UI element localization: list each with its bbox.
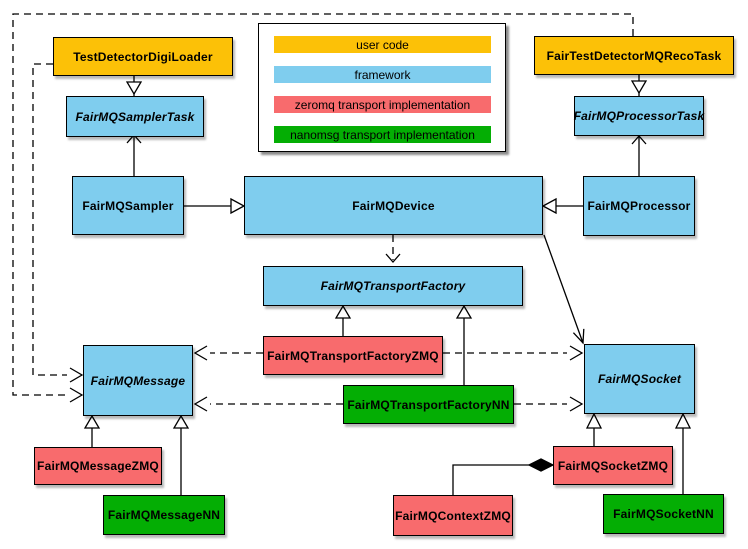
node-label: FairMQSocketZMQ <box>557 458 669 473</box>
node-label: FairTestDetectorMQRecoTask <box>546 48 722 63</box>
edge-recotask-processortask <box>630 75 648 96</box>
edge-processor-device <box>541 197 583 215</box>
node-test-detector-digi-loader[interactable]: TestDetectorDigiLoader <box>53 37 233 76</box>
node-fairmq-transport-factory[interactable]: FairMQTransportFactory <box>263 266 523 306</box>
edge-socketnn-socket <box>674 412 692 494</box>
edge-device-socket <box>543 234 585 345</box>
edge-digiloader-samplertask <box>125 76 143 96</box>
edge-messagezmq-message <box>83 414 101 447</box>
node-fairmq-processor-task[interactable]: FairMQProcessorTask <box>574 96 704 136</box>
node-label: FairMQContextZMQ <box>395 508 511 523</box>
node-label: FairMQMessageZMQ <box>37 459 159 473</box>
node-label: FairMQProcessor <box>587 199 691 213</box>
node-fairmq-transport-factory-zmq[interactable]: FairMQTransportFactoryZMQ <box>263 336 443 375</box>
legend: user code framework zeromq transport imp… <box>258 23 506 152</box>
node-label: FairMQTransportFactoryZMQ <box>267 348 439 363</box>
node-label: FairMQMessage <box>90 373 186 388</box>
edge-tfzmq-socket <box>443 345 584 361</box>
node-fairmq-sampler[interactable]: FairMQSampler <box>72 176 184 235</box>
edge-sampler-samplertask <box>126 134 142 176</box>
legend-label: user code <box>356 37 409 52</box>
edge-processor-processortask <box>631 135 647 176</box>
edge-digiloader-message <box>32 63 84 383</box>
node-label: FairMQSocket <box>597 372 682 386</box>
node-label: FairMQSocketNN <box>613 507 714 521</box>
node-label: FairMQTransportFactory <box>320 279 466 293</box>
node-fairmq-context-zmq[interactable]: FairMQContextZMQ <box>393 495 513 536</box>
edge-tfnn-message <box>193 396 343 412</box>
legend-item-user-code: user code <box>274 36 491 53</box>
node-label: FairMQSampler <box>82 198 174 213</box>
node-label: FairMQProcessorTask <box>573 109 705 123</box>
edge-tfnn-transportfactory <box>455 304 473 385</box>
node-fairmq-message-nn[interactable]: FairMQMessageNN <box>103 495 225 535</box>
legend-item-framework: framework <box>274 66 491 83</box>
node-fair-test-detector-mq-reco-task[interactable]: FairTestDetectorMQRecoTask <box>534 36 734 75</box>
node-label: TestDetectorDigiLoader <box>73 49 213 64</box>
node-fairmq-message-zmq[interactable]: FairMQMessageZMQ <box>34 447 162 485</box>
node-fairmq-sampler-task[interactable]: FairMQSamplerTask <box>66 96 204 137</box>
node-label: FairMQSamplerTask <box>75 109 195 124</box>
legend-label: nanomsg transport implementation <box>290 127 475 142</box>
edge-tfzmq-message <box>193 345 263 361</box>
legend-label: framework <box>354 67 411 82</box>
edge-messagenn-message <box>172 414 190 495</box>
edge-socketzmq-socket <box>585 412 603 446</box>
node-fairmq-socket-zmq[interactable]: FairMQSocketZMQ <box>553 446 673 485</box>
edge-tfnn-socket <box>514 396 584 412</box>
legend-item-nanomsg: nanomsg transport implementation <box>274 126 491 143</box>
node-fairmq-socket-nn[interactable]: FairMQSocketNN <box>603 494 724 534</box>
node-fairmq-device[interactable]: FairMQDevice <box>244 176 543 235</box>
node-fairmq-socket[interactable]: FairMQSocket <box>584 344 695 414</box>
legend-item-zeromq: zeromq transport implementation <box>274 96 491 113</box>
edge-contextzmq-socketzmq-composition <box>452 458 555 495</box>
node-fairmq-transport-factory-nn[interactable]: FairMQTransportFactoryNN <box>343 385 514 424</box>
node-fairmq-message[interactable]: FairMQMessage <box>83 345 193 416</box>
edge-recotask-message <box>12 13 634 403</box>
node-fairmq-processor[interactable]: FairMQProcessor <box>583 176 695 236</box>
node-label: FairMQDevice <box>352 198 435 213</box>
node-label: FairMQMessageNN <box>107 508 221 522</box>
edge-sampler-device <box>184 197 246 215</box>
node-label: FairMQTransportFactoryNN <box>347 397 510 412</box>
edge-tfzmq-transportfactory <box>334 304 352 336</box>
edge-device-transportfactory <box>385 235 401 263</box>
legend-label: zeromq transport implementation <box>294 97 471 112</box>
